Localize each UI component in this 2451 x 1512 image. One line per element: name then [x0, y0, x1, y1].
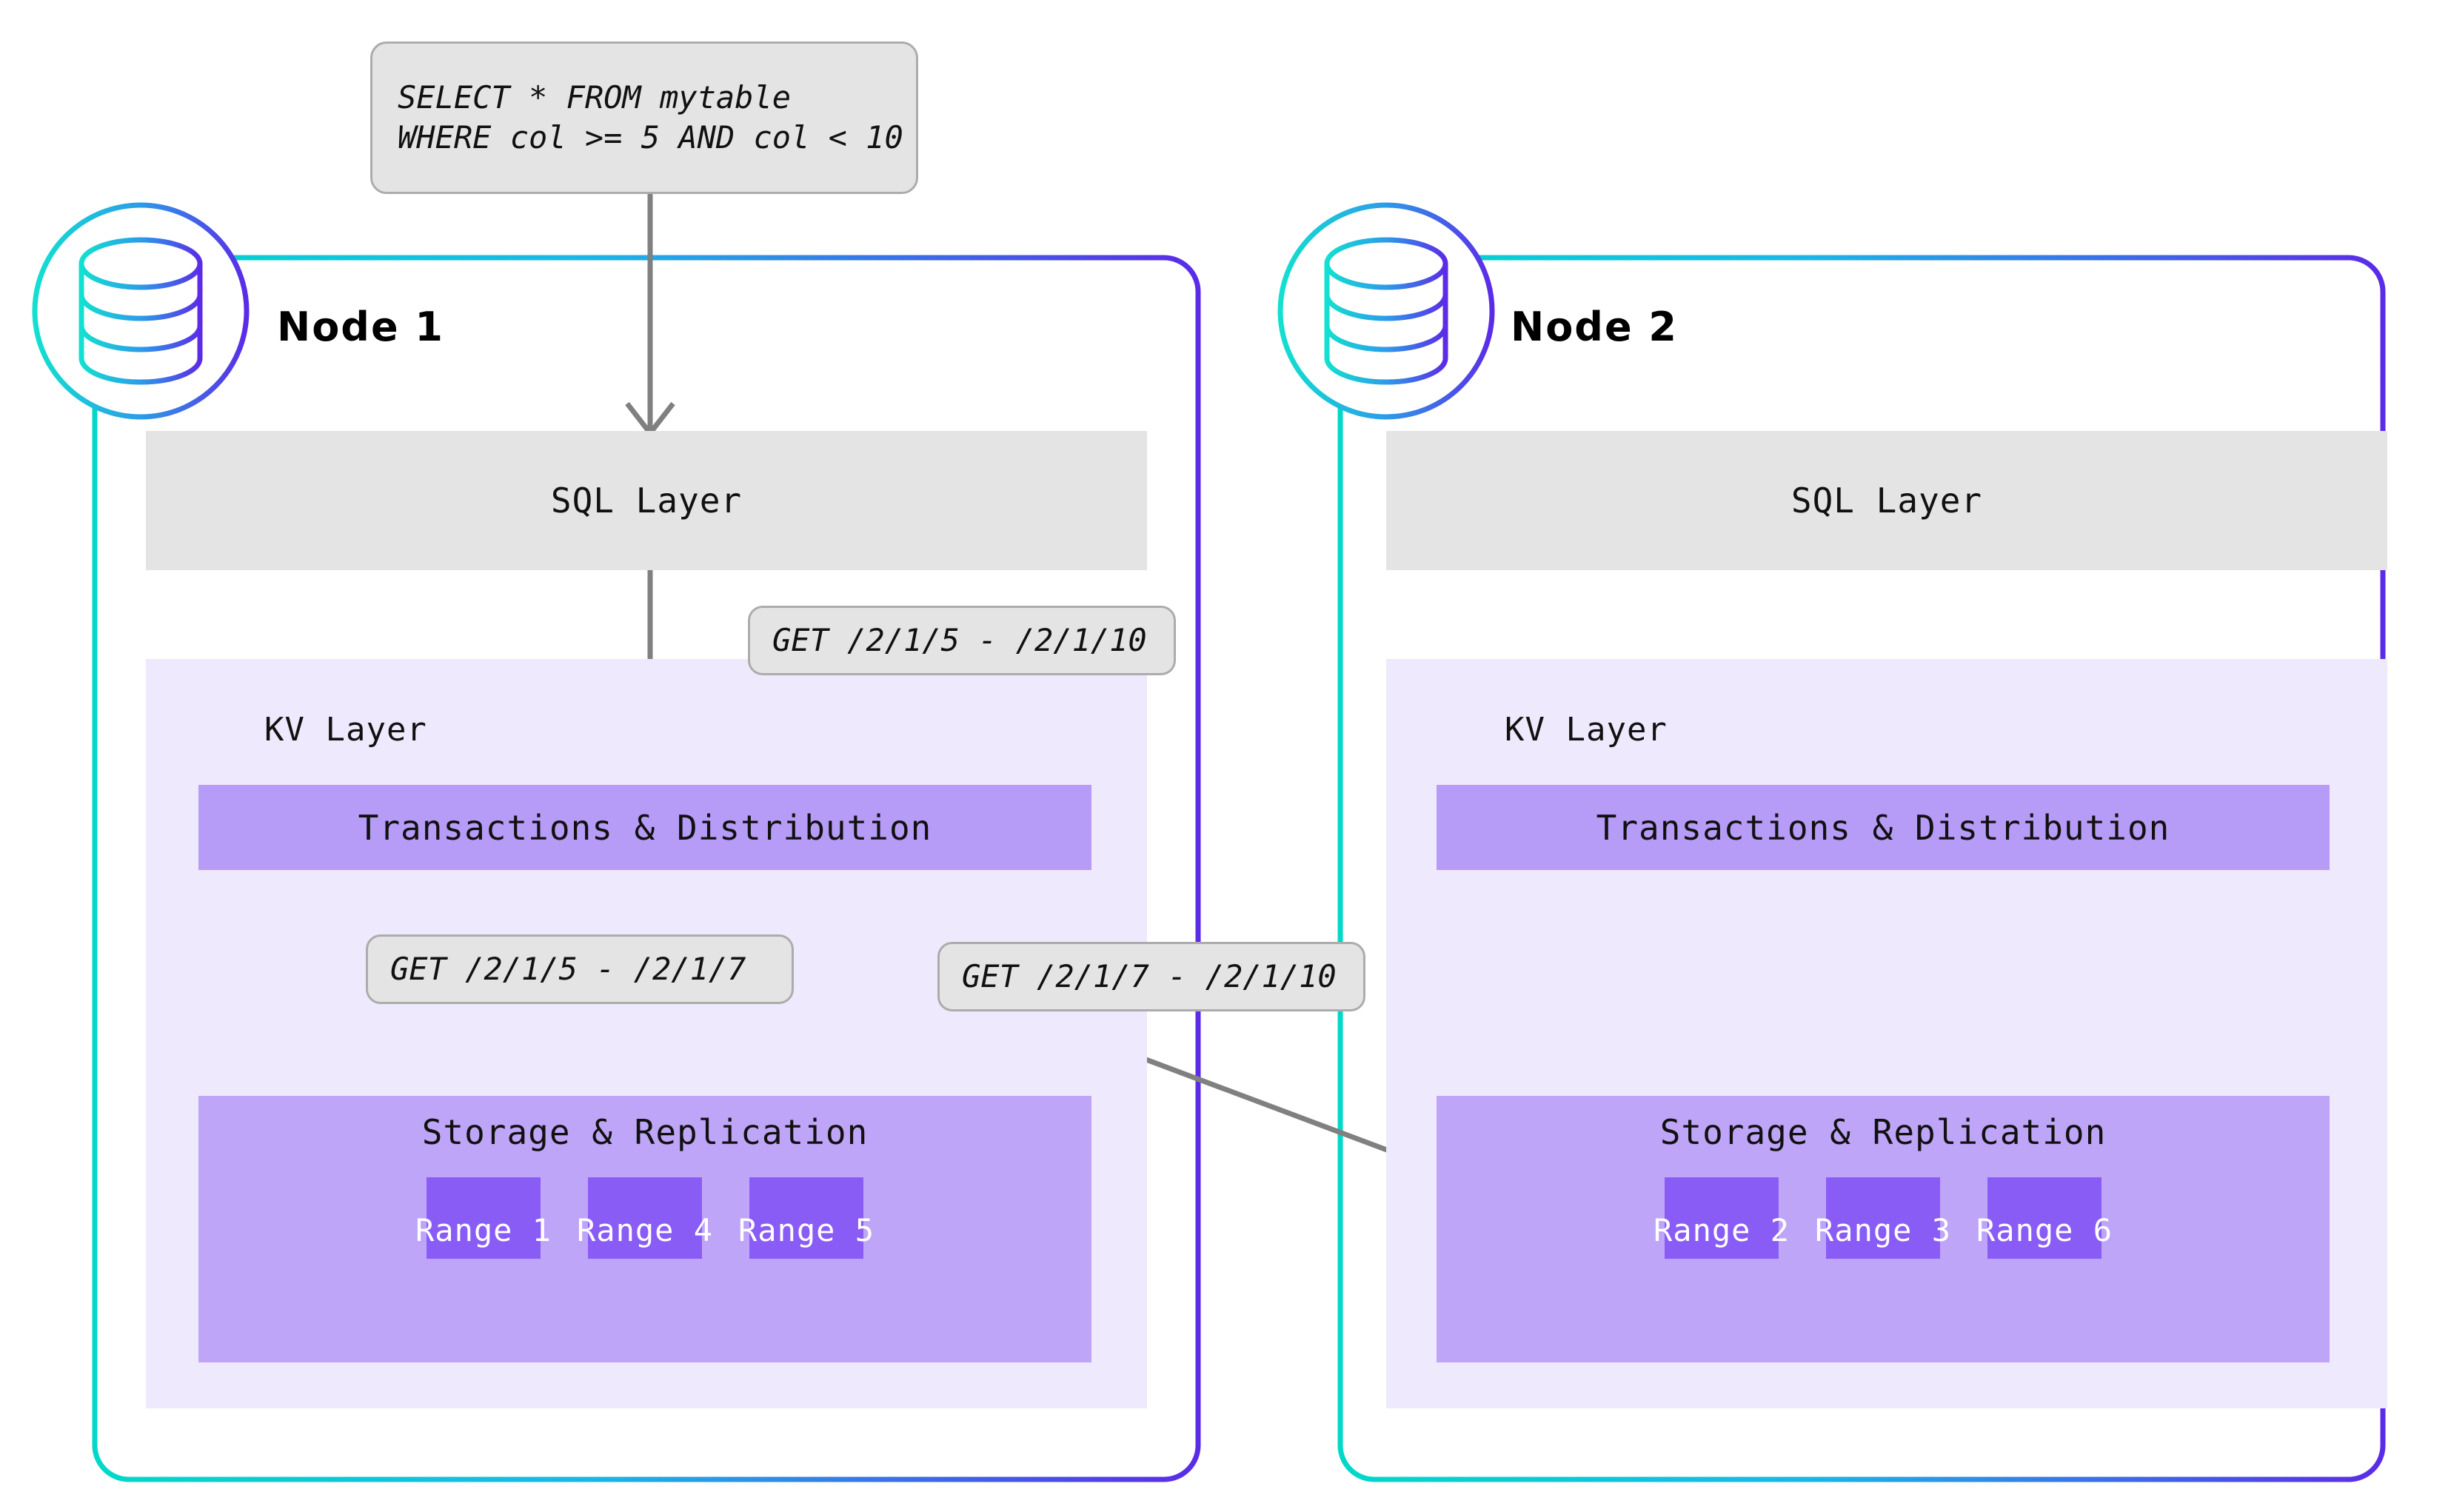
- node-2-range-label-3: Range 3: [1815, 1212, 1952, 1248]
- node-2-range-box-2[interactable]: Range 2: [1653, 1177, 1789, 1259]
- node-1-range-row: Range 1 Range 4 Range 5: [198, 1177, 1091, 1259]
- get-callout-sql-to-kv: GET /2/1/5 - /2/1/10: [748, 606, 1176, 675]
- node-2-sql-layer: SQL Layer: [1386, 431, 2387, 570]
- node-1-range-label-1: Range 1: [415, 1212, 552, 1248]
- get-callout-remote-range: GET /2/1/7 - /2/1/10: [937, 942, 1365, 1011]
- node-2-storage-band: Storage & Replication Range 2 Range 3 Ra…: [1437, 1096, 2330, 1362]
- arrow-query-to-sql-layer: [625, 194, 675, 438]
- node-1-range-label-5: Range 5: [738, 1212, 875, 1248]
- sql-query-callout: SELECT * FROM mytable WHERE col >= 5 AND…: [370, 41, 918, 194]
- get-callout-remote-range-text: GET /2/1/7 - /2/1/10: [962, 958, 1337, 995]
- node-1-range-label-4: Range 4: [577, 1212, 714, 1248]
- node-1-transactions-band: Transactions & Distribution: [198, 785, 1091, 870]
- node-1-storage-label: Storage & Replication: [421, 1112, 869, 1152]
- node-1-database-icon: [32, 202, 250, 420]
- node-2-transactions-band: Transactions & Distribution: [1437, 785, 2330, 870]
- node-2-storage-label: Storage & Replication: [1659, 1112, 2107, 1152]
- get-callout-local-range-text: GET /2/1/5 - /2/1/7: [390, 951, 746, 988]
- node-1-transactions-label: Transactions & Distribution: [358, 807, 932, 848]
- node-2-range-box-3[interactable]: Range 3: [1815, 1177, 1950, 1259]
- node-1-range-box-5[interactable]: Range 5: [738, 1177, 874, 1259]
- node-1-range-box-1[interactable]: Range 1: [415, 1177, 551, 1259]
- node-2-range-label-2: Range 2: [1653, 1212, 1790, 1248]
- get-callout-sql-to-kv-text: GET /2/1/5 - /2/1/10: [772, 622, 1147, 659]
- node-2-transactions-label: Transactions & Distribution: [1596, 807, 2170, 848]
- sql-query-line-2: WHERE col >= 5 AND col < 10: [398, 119, 903, 155]
- node-2-title: Node 2: [1511, 304, 1678, 350]
- node-1-title: Node 1: [277, 304, 444, 350]
- node-2-sql-layer-label: SQL Layer: [1790, 481, 1983, 521]
- node-2-range-label-6: Range 6: [1976, 1212, 2113, 1248]
- node-1-sql-layer: SQL Layer: [146, 431, 1147, 570]
- get-callout-local-range: GET /2/1/5 - /2/1/7: [366, 934, 794, 1004]
- node-1-kv-layer-label: KV Layer: [264, 711, 427, 749]
- node-2-range-row: Range 2 Range 3 Range 6: [1437, 1177, 2330, 1259]
- node-2-kv-layer-label: KV Layer: [1505, 711, 1668, 749]
- node-2-range-box-6[interactable]: Range 6: [1976, 1177, 2112, 1259]
- node-2-database-icon: [1277, 202, 1495, 420]
- node-1-sql-layer-label: SQL Layer: [550, 481, 743, 521]
- node-1-storage-band: Storage & Replication Range 1 Range 4 Ra…: [198, 1096, 1091, 1362]
- sql-query-line-1: SELECT * FROM mytable: [398, 79, 792, 116]
- node-1-range-box-4[interactable]: Range 4: [577, 1177, 712, 1259]
